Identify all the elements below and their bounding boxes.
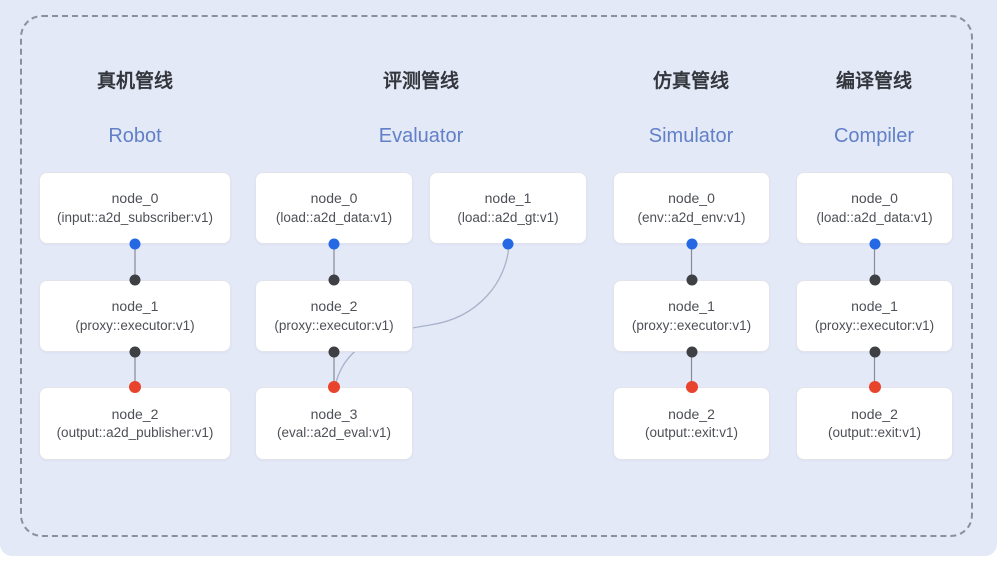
node-box-robot-1: node_1 (proxy::executor:v1) bbox=[39, 280, 231, 352]
node-box-robot-0: node_0 (input::a2d_subscriber:v1) bbox=[39, 172, 231, 244]
node-box-robot-2: node_2 (output::a2d_publisher:v1) bbox=[39, 387, 231, 460]
dark-port-dot bbox=[328, 274, 340, 286]
dark-port-dot bbox=[328, 346, 340, 358]
node-box-evaluator-1: node_1 (load::a2d_gt:v1) bbox=[429, 172, 587, 244]
node-type: (env::a2d_env:v1) bbox=[637, 209, 746, 225]
node-box-compiler-2: node_2 (output::exit:v1) bbox=[796, 387, 953, 460]
node-type: (proxy::executor:v1) bbox=[814, 317, 935, 333]
blue-port-dot bbox=[686, 238, 697, 250]
node-name: node_0 bbox=[310, 190, 358, 206]
node-type: (proxy::executor:v1) bbox=[274, 317, 394, 333]
dark-port-dot bbox=[129, 274, 141, 286]
node-name: node_2 bbox=[668, 405, 715, 422]
pipeline-title-en-evaluator: Evaluator bbox=[378, 125, 464, 147]
dark-port-dot bbox=[129, 346, 141, 358]
node-type: (output::exit:v1) bbox=[644, 425, 739, 441]
blue-port-dot bbox=[502, 238, 514, 250]
blue-port-dot bbox=[869, 238, 880, 250]
dark-port-dot bbox=[869, 274, 880, 286]
node-box-evaluator-3: node_3 (eval::a2d_eval:v1) bbox=[255, 387, 413, 460]
node-type: (proxy::executor:v1) bbox=[75, 317, 195, 333]
node-name: node_0 bbox=[851, 190, 898, 206]
pipeline-title-en-compiler: Compiler bbox=[833, 125, 915, 147]
blue-port-dot bbox=[129, 238, 141, 250]
node-name: node_1 bbox=[484, 190, 532, 206]
blue-port-dot bbox=[328, 238, 340, 250]
node-box-compiler-0: node_0 (load::a2d_data:v1) bbox=[796, 172, 953, 244]
node-type: (load::a2d_gt:v1) bbox=[457, 209, 559, 225]
node-type: (output::a2d_publisher:v1) bbox=[56, 425, 214, 441]
node-box-evaluator-0: node_0 (load::a2d_data:v1) bbox=[255, 172, 413, 244]
node-box-compiler-1: node_1 (proxy::executor:v1) bbox=[796, 280, 953, 352]
pipeline-title-en-simulator: Simulator bbox=[648, 125, 734, 147]
pipeline-title-zh-evaluator: 评测管线 bbox=[382, 71, 460, 92]
node-name: node_2 bbox=[310, 298, 358, 314]
red-port-dot bbox=[685, 381, 698, 393]
node-box-simulator-0: node_0 (env::a2d_env:v1) bbox=[613, 172, 770, 244]
pipeline-title-zh-robot: 真机管线 bbox=[96, 71, 174, 92]
pipeline-title-zh-compiler: 编译管线 bbox=[835, 71, 913, 92]
node-name: node_2 bbox=[111, 405, 159, 422]
node-name: node_2 bbox=[851, 405, 898, 422]
pipeline-title-en-robot: Robot bbox=[108, 125, 162, 147]
node-name: node_3 bbox=[310, 405, 358, 422]
red-port-dot bbox=[129, 381, 141, 393]
pipeline-title-zh-simulator: 仿真管线 bbox=[652, 71, 730, 92]
node-type: (input::a2d_subscriber:v1) bbox=[56, 209, 214, 225]
dark-port-dot bbox=[686, 274, 697, 286]
node-name: node_1 bbox=[851, 298, 898, 314]
node-name: node_1 bbox=[111, 298, 159, 314]
node-type: (proxy::executor:v1) bbox=[631, 317, 752, 333]
node-type: (eval::a2d_eval:v1) bbox=[276, 425, 392, 441]
node-type: (load::a2d_data:v1) bbox=[275, 209, 393, 225]
dark-port-dot bbox=[869, 346, 880, 358]
dark-port-dot bbox=[686, 346, 697, 358]
edge-curve bbox=[334, 243, 510, 387]
pipeline-group-border bbox=[20, 15, 973, 537]
node-type: (output::exit:v1) bbox=[827, 425, 922, 441]
red-port-dot bbox=[868, 381, 881, 393]
node-box-simulator-2: node_2 (output::exit:v1) bbox=[613, 387, 770, 460]
node-name: node_0 bbox=[668, 190, 715, 206]
node-type: (load::a2d_data:v1) bbox=[816, 209, 933, 225]
node-box-evaluator-2: node_2 (proxy::executor:v1) bbox=[255, 280, 413, 352]
red-port-dot bbox=[328, 381, 340, 393]
node-name: node_0 bbox=[111, 190, 159, 206]
node-box-simulator-1: node_1 (proxy::executor:v1) bbox=[613, 280, 770, 352]
node-name: node_1 bbox=[668, 298, 715, 314]
